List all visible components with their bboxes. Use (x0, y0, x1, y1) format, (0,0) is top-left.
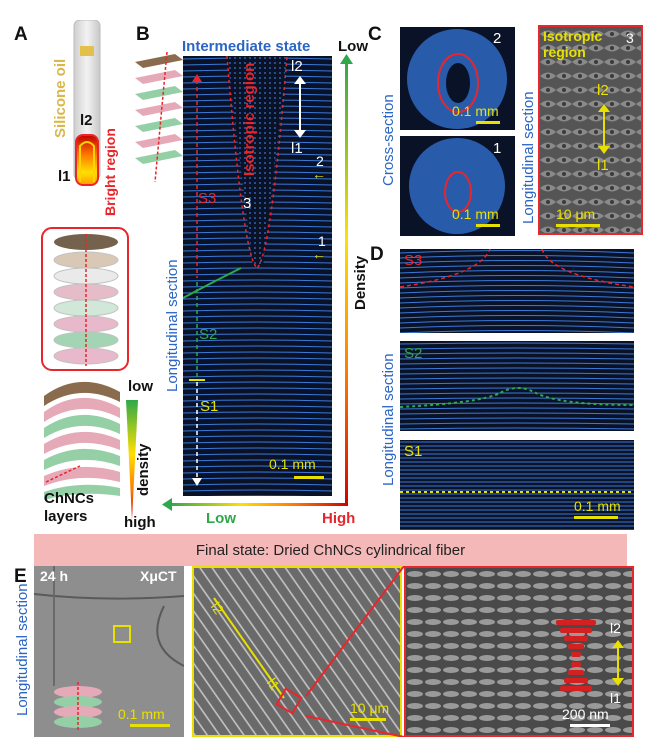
panel-e-method: XμCT (140, 568, 177, 584)
panel-e-scale-label: 0.1 mm (118, 706, 165, 722)
s1-label: S1 (200, 398, 219, 415)
density-low-label: low (128, 378, 153, 395)
panel-d-scale-label: 0.1 mm (574, 498, 621, 514)
isotropic-note-line-2: region (543, 44, 586, 60)
panel-e-scale-bar (130, 724, 170, 727)
panel-d-s2-art (400, 341, 634, 431)
marker-1-label: 1 (318, 233, 326, 249)
panel-c-sem-number: 3 (626, 30, 634, 46)
panel-label-c: C (368, 24, 382, 45)
panel-f-scale-bar (350, 718, 386, 721)
panel-d-s3-image (400, 249, 634, 333)
panel-e-art (34, 566, 184, 737)
panel-c-sem-scale-bar (556, 224, 600, 227)
panel-d-s2-image (400, 341, 634, 431)
panel-f-zoom-l1: l1 (610, 690, 621, 706)
panel-c-sem-texture (540, 27, 641, 233)
cross-section-label: Cross-section (380, 94, 397, 186)
intermediate-state-title: Intermediate state (182, 38, 311, 55)
panel-a: Silicone oil l2 l1 Bright region low den… (40, 20, 156, 535)
cross-section-2-art (407, 29, 507, 129)
cross-section-1-number: 1 (493, 140, 502, 157)
panel-label-d: D (370, 244, 384, 265)
cross-section-1-scale-label: 0.1 mm (452, 206, 499, 222)
panel-e-time: 24 h (40, 568, 69, 584)
panel-f-zoom-l2: l2 (610, 620, 621, 636)
panel-c-long-label: Longitudinal section (520, 91, 537, 224)
panel-c-l2: l2 (597, 82, 609, 99)
panel-d-s2-label: S2 (404, 345, 423, 362)
panel-label-e: E (14, 566, 27, 587)
silicone-oil-label: Silicone oil (52, 58, 69, 138)
panel-d-s1-art (400, 440, 634, 530)
axis-low-bottom: Low (206, 510, 236, 527)
panel-f-zoom-scale-label: 200 nm (562, 706, 609, 722)
panel-f-zoom-arrow-icon (612, 640, 624, 686)
chncs-layers-label: ChNCs layers (44, 490, 94, 526)
panel-c-sem-scale-label: 10 μm (556, 206, 596, 222)
panel-a-l1: l1 (58, 168, 71, 185)
panel-d-s1-label: S1 (404, 443, 423, 460)
cross-section-1-scale-bar (476, 224, 500, 227)
cross-section-1-art (409, 138, 505, 234)
panel-f-zoom-scale-bar (570, 724, 610, 727)
panel-d-side-label: Longitudinal section (380, 353, 397, 486)
panel-f-zoom-image (404, 566, 634, 737)
panel-d-scale-bar (574, 516, 618, 519)
final-state-banner: Final state: Dried ChNCs cylindrical fib… (34, 534, 627, 566)
cross-section-1-image (400, 136, 515, 236)
cross-section-2-scale-label: 0.1 mm (452, 103, 499, 119)
density-high-label: high (124, 514, 156, 531)
marker-1-arrow-icon: ← (312, 246, 326, 262)
layers-line-1: ChNCs (44, 490, 95, 507)
s2-label: S2 (199, 326, 218, 343)
panel-label-a: A (14, 24, 28, 45)
panel-b-image (183, 56, 332, 496)
panel-e-image (34, 566, 184, 737)
panel-f-texture (194, 568, 400, 735)
cross-section-2-image (400, 27, 515, 130)
layers-line-2: layers (44, 508, 88, 525)
panel-b-l1: l1 (291, 140, 303, 157)
panel-a-l2: l2 (80, 112, 93, 129)
panel-d-s3-label: S3 (404, 252, 423, 269)
panel-b-section-axis (189, 74, 205, 486)
density-axis-label: density (135, 443, 152, 496)
panel-a-illustration (41, 20, 138, 520)
isotropic-note-line-1: Isotropic (543, 28, 603, 44)
panel-b-texture (183, 56, 332, 496)
panel-d-s1-image (400, 440, 634, 530)
panel-b-scale-bar (294, 476, 324, 479)
marker-3-label: 3 (243, 195, 252, 212)
panel-b-layer-stack (135, 52, 183, 183)
panel-f-scale-label: 10 μm (350, 700, 390, 716)
density-axes (162, 54, 353, 511)
panel-c-l-arrow-icon (598, 104, 610, 154)
marker-2-arrow-icon: ← (312, 166, 326, 182)
isotropic-region-note: Isotropic region (543, 28, 602, 60)
panel-b-scale-label: 0.1 mm (269, 456, 316, 472)
axis-density-label: Density (352, 255, 369, 310)
bright-region-label: Bright region (102, 128, 118, 216)
axis-low-top: Low (338, 38, 368, 55)
panel-c-sem-image (538, 25, 643, 235)
panel-e-side-label: Longitudinal section (14, 583, 31, 716)
panel-f-sem-image (192, 566, 402, 737)
cross-section-2-number: 2 (493, 30, 502, 47)
s3-label: S3 (198, 190, 217, 207)
panel-c-l1: l1 (597, 157, 609, 174)
panel-f-zoom-texture (406, 568, 632, 735)
panel-d-s3-art (400, 249, 634, 333)
panel-b-l-arrow-icon (294, 76, 306, 138)
marker-2-label: 2 (316, 153, 324, 169)
panel-label-b: B (136, 24, 150, 45)
zoom-connector (305, 566, 405, 737)
panel-b-l2: l2 (291, 58, 303, 75)
axis-high-label: High (322, 510, 356, 527)
cross-section-2-scale-bar (476, 121, 500, 124)
